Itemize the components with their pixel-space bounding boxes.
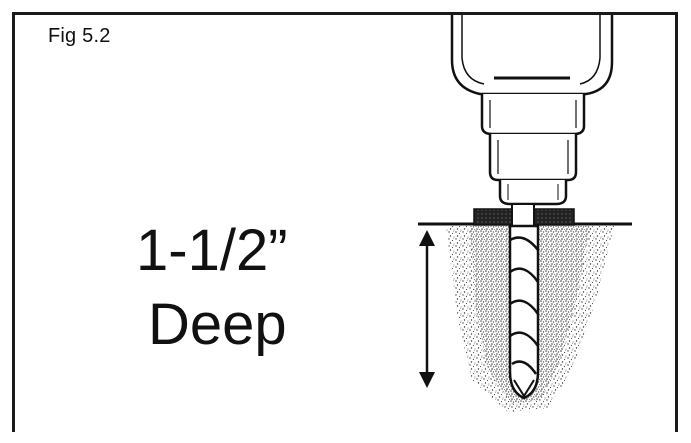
depth-measurement: 1-1/2” [136,218,288,283]
drill-bit-icon [508,224,540,400]
figure-label: Fig 5.2 [48,25,111,47]
double-arrow-icon [419,230,435,388]
drill-icon [450,15,614,206]
depth-caption: Deep [148,292,287,357]
